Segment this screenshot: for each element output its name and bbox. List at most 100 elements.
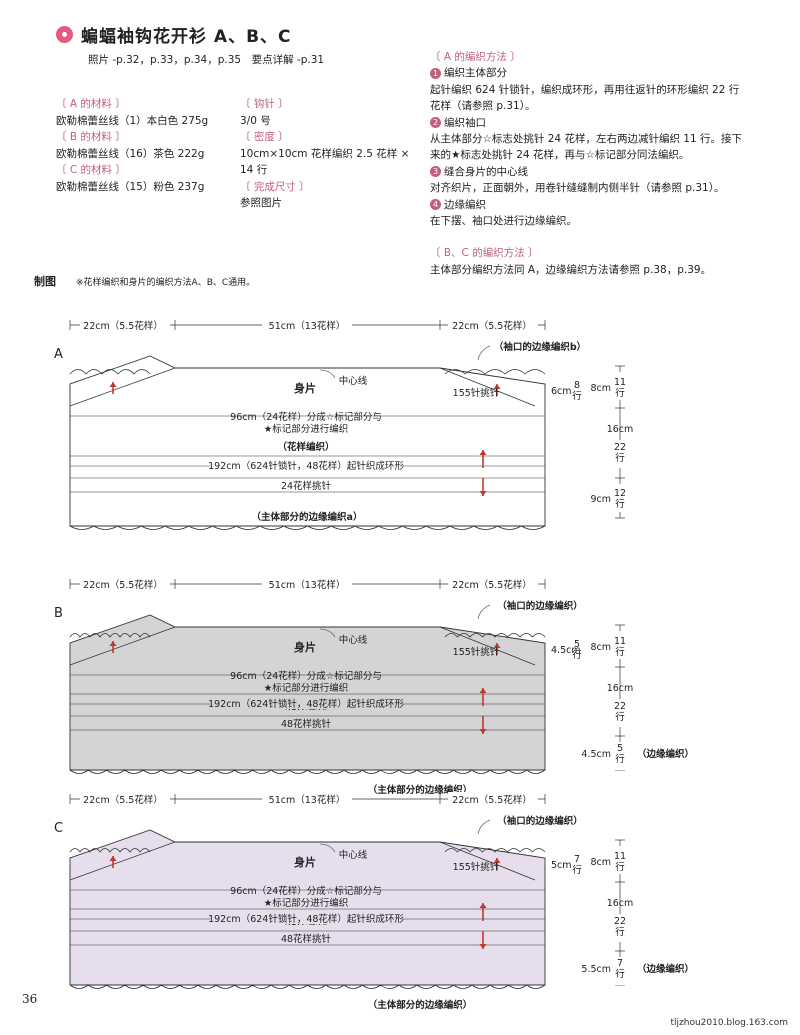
svg-text:11: 11 [614,851,626,862]
arrow-edge-down-head [479,491,487,496]
hem-edge-label: （主体部分的边缘编织） [368,784,473,796]
sleeve-height-cm: 4.5cm [551,645,581,656]
svg-text:12: 12 [614,488,626,499]
step-2-text-2: 来的★标志处挑针 24 花样，再与☆标记部分同法编织。 [430,149,690,162]
height-mid-cm: 16cm [607,683,634,694]
diagram-letter: B [54,606,63,621]
svg-text:行: 行 [572,864,582,876]
page-number: 36 [22,992,38,1006]
vertical-label-bg [612,631,628,659]
body-label: 身片 [294,640,316,654]
split-note-2: ★标记部分进行编织 [264,897,349,909]
diagram-b: 22cm（5.5花样）51cm（13花样）22cm（5.5花样）B身片中心线15… [54,577,694,796]
center-line-pointer [319,628,336,638]
height-bottom-cm: 4.5cm [581,749,611,760]
vertical-label-bg [612,914,628,942]
sleeve-height-rows: 5行 [572,639,582,661]
svg-text:行: 行 [615,498,625,510]
svg-text:22: 22 [614,442,626,453]
sleeve-edge-label: （袖口的边缘编织b） [494,341,586,353]
arrow-edge-down-head [479,944,487,949]
hem-edge [69,525,546,530]
sleeve-height-rows: 7行 [572,854,582,876]
dimension-right: 22cm（5.5花样） [452,320,532,332]
method-bc-header: 〔 B、C 的编织方法 〕 [430,247,539,260]
svg-text:行: 行 [615,452,625,464]
step-1-text: 起针编织 624 针锁针，编织成环形，再用往返针的环形编织 22 行 [430,83,740,96]
method-bc-text: 主体部分编织方法同 A，边缘编织方法请参照 p.38，p.39。 [430,263,712,276]
height-mid-cm: 16cm [607,424,634,435]
diagram-a: 22cm（5.5花样）51cm（13花样）22cm（5.5花样）A身片中心线15… [54,318,634,530]
split-note-1: 96cm（24花样）分成☆标记部分与 [230,670,382,682]
svg-text:11: 11 [614,377,626,388]
dimension-label-bg [80,318,170,332]
chain-label-bg [210,459,402,471]
dimension-label-bg [262,318,352,332]
height-top-rows: 11行 [614,377,626,399]
body-label: 身片 [294,855,316,869]
chart-heading: 制图 [34,275,56,288]
material-b-label: 〔 B 的材料 〕 [56,131,126,143]
pickup-label: 155针挑针 [453,387,500,399]
height-top-cm: 8cm [590,642,611,653]
svg-text:7: 7 [574,854,580,865]
specs-block: 〔 钩针 〕 3/0 号 〔 密度 〕 10cm×10cm 花样编织 2.5 花… [240,96,409,212]
vertical-label-bg [612,484,628,512]
sleeve-edge-label: （袖口的边缘编织） [497,600,583,612]
step-2-text: 从主体部分☆标志处挑针 24 花样，左右两边减针编织 11 行。接下 [430,133,742,146]
pick-label-bg [270,717,342,729]
dimension-label-bg [80,792,170,806]
svg-text:行: 行 [615,753,625,765]
arrow-edge-down-head [479,729,487,734]
svg-text:行: 行 [615,711,625,723]
hook-value: 3/0 号 [240,114,271,127]
chart-note: ※花样编织和身片的编织方法A、B、C通用。 [76,278,256,288]
sleeve-line-right [439,626,536,666]
sleeve-line-right [439,367,536,407]
height-bottom-rows: 12行 [614,488,626,510]
pick-label-bg [270,932,342,944]
dimension-label-bg [262,792,352,806]
svg-text:行: 行 [615,861,625,873]
arrow-chain-up-head [479,688,487,693]
photo-reference: 照片 -p.32，p.33，p.34，p.35 要点详解 -p.31 [88,54,325,66]
height-bottom-note: （边缘编织） [637,963,694,975]
center-line-label: 中心线 [339,375,368,387]
hem-edge [69,984,546,989]
material-b-value: 欧勒棉蕾丝线（16）茶色 222g [56,147,205,160]
height-top-cm: 8cm [590,383,611,394]
center-line-label: 中心线 [339,849,368,861]
step-number-icon: 4 [430,199,441,211]
diagram-letter: C [54,821,63,836]
dimension-middle: 51cm（13花样） [269,579,346,591]
step-4-text: 在下摆、袖口处进行边缘编织。 [430,215,577,228]
dimension-left: 22cm（5.5花样） [83,794,163,806]
sleeve-edge-right [444,848,546,853]
dimension-left: 22cm（5.5花样） [83,320,163,332]
vertical-label-bg [612,699,628,727]
svg-text:行: 行 [615,387,625,399]
step-1-text-2: 花样（请参照 p.31）。 [430,100,536,113]
svg-text:22: 22 [614,916,626,927]
svg-text:行: 行 [615,968,625,980]
center-line-pointer [319,369,336,379]
svg-text:11: 11 [614,636,626,647]
sleeve-edge-left [69,369,151,375]
hem-edge [69,769,546,774]
watermark: tljzhou2010.blog.163.com [670,1018,789,1028]
diagram-c: 22cm（5.5花样）51cm（13花样）22cm（5.5花样）C身片中心线15… [54,792,694,1011]
height-mid-rows: 22行 [614,701,626,723]
center-line-pointer [319,843,336,853]
arrow-right-sleeve-head [493,858,501,863]
method-a-header: 〔 A 的编织方法 〕 [430,51,521,63]
sleeve-line-left [69,367,176,407]
vertical-label-bg [612,372,628,400]
pick-label: 48花样挑针 [281,933,332,945]
chain-label: 192cm（624针锁针，48花样）起针织成环形 [208,913,404,925]
arrow-right-sleeve-head [493,643,501,648]
height-mid-rows: 22行 [614,916,626,938]
gauge-label: 〔 密度 〕 [240,131,289,143]
